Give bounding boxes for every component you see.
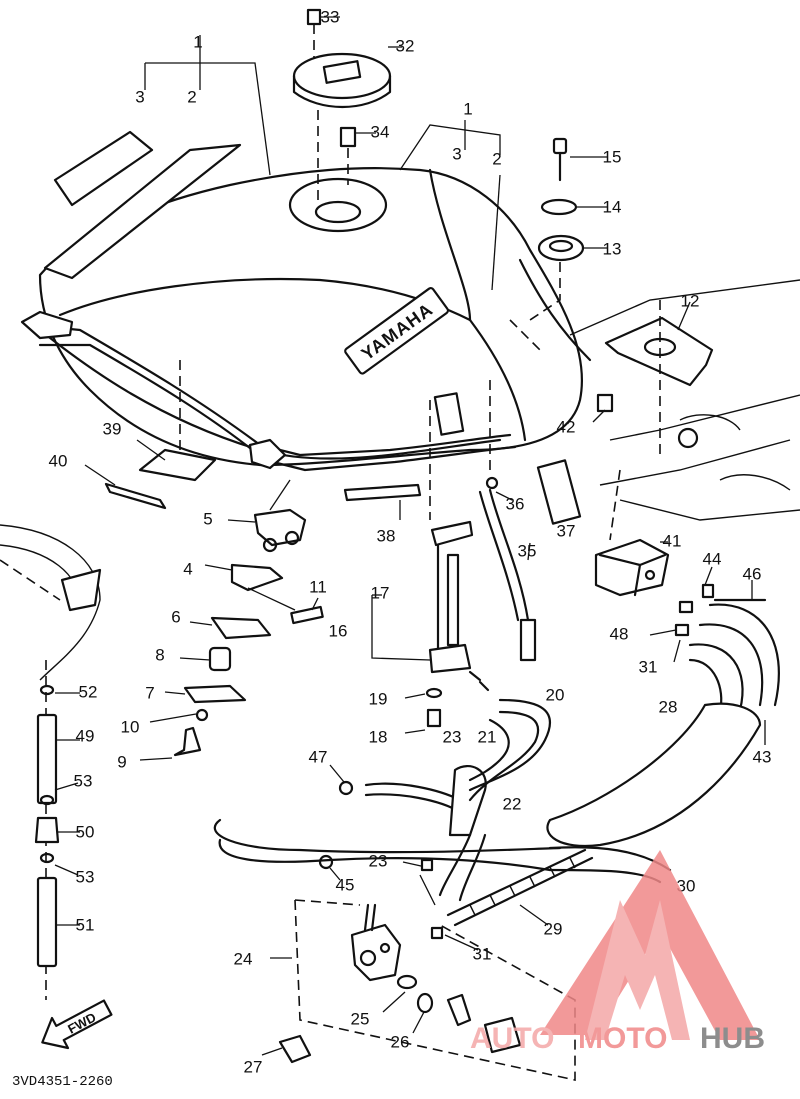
callout-p7: 7: [145, 683, 154, 702]
mounting-brackets-left: [139, 479, 324, 761]
callout-p1a: 1: [193, 32, 202, 51]
callout-p43: 43: [753, 747, 772, 766]
vent-tube-assembly: [34, 660, 80, 1000]
callout-p2a: 2: [187, 87, 196, 106]
callout-p14: 14: [603, 197, 622, 216]
side-decals-right: [399, 120, 582, 525]
fuel-tank: [20, 167, 592, 472]
callout-p33: 33: [321, 7, 340, 26]
callout-p42: 42: [557, 417, 576, 436]
callout-p22: 22: [503, 794, 522, 813]
callout-p25: 25: [351, 1009, 370, 1028]
callout-p4: 4: [183, 559, 192, 578]
callout-p53b: 53: [76, 867, 95, 886]
callout-p53a: 53: [74, 771, 93, 790]
hose-clips: [318, 476, 713, 906]
frame-right: [569, 279, 800, 541]
callout-p28: 28: [659, 697, 678, 716]
callout-p49: 49: [76, 726, 95, 745]
watermark-moto: MOTO: [578, 1022, 667, 1055]
callout-p24: 24: [234, 949, 253, 968]
callout-p46: 46: [743, 564, 762, 583]
callout-p47: 47: [309, 747, 328, 766]
tank-mount-hardware-top: [529, 137, 608, 321]
callout-p52: 52: [79, 682, 98, 701]
callout-p50: 50: [76, 822, 95, 841]
fuel-line-29: [446, 848, 594, 927]
watermark-auto: AUTO: [470, 1022, 554, 1055]
callout-p6: 6: [171, 607, 180, 626]
callout-p1b: 1: [463, 99, 472, 118]
callout-p37: 37: [557, 521, 576, 540]
callout-p34: 34: [371, 122, 390, 141]
callout-p45: 45: [336, 875, 355, 894]
callout-p8: 8: [155, 645, 164, 664]
watermark-hub: HUB: [700, 1022, 765, 1055]
callout-p38: 38: [377, 526, 396, 545]
automotohub-watermark: AUTO MOTO HUB: [470, 850, 765, 1055]
callout-p15: 15: [603, 147, 622, 166]
callout-p39: 39: [103, 419, 122, 438]
callout-p29: 29: [544, 919, 563, 938]
callout-p21: 21: [478, 727, 497, 746]
callout-p2b: 2: [492, 149, 501, 168]
callout-p3b: 3: [452, 144, 461, 163]
callout-p51: 51: [76, 915, 95, 934]
callout-p5: 5: [203, 509, 212, 528]
callout-p13: 13: [603, 239, 622, 258]
callout-p10: 10: [121, 717, 140, 736]
callout-p3a: 3: [135, 87, 144, 106]
callout-p18: 18: [369, 727, 388, 746]
callout-p11: 11: [309, 577, 327, 596]
side-decals-left: [43, 35, 271, 280]
callout-p16: 16: [329, 621, 348, 640]
watermark-m-shape: [585, 900, 690, 1040]
frame-left: [0, 524, 102, 681]
sub-assembly-24: [261, 899, 576, 1081]
fwd-label: FWD: [65, 1009, 98, 1036]
callout-p26: 26: [391, 1032, 410, 1051]
fuel-pump: [594, 538, 715, 637]
callout-p27: 27: [244, 1057, 263, 1076]
fuel-cap-assembly: [292, 8, 402, 205]
drawing-code: 3VD4351-2260: [12, 1074, 113, 1090]
callout-p32: 32: [396, 36, 415, 55]
callout-p36: 36: [506, 494, 525, 513]
callout-p23b: 23: [369, 851, 388, 870]
tank-mats: [84, 360, 491, 520]
callout-p35: 35: [518, 541, 537, 560]
callout-p19: 19: [369, 689, 388, 708]
petcock: [371, 520, 490, 734]
callout-p44: 44: [703, 549, 722, 568]
callout-p31b: 31: [473, 944, 492, 963]
callout-p40: 40: [49, 451, 68, 470]
callout-p41: 41: [663, 531, 682, 550]
exhaust-style-pipes: [546, 580, 780, 848]
callout-p17: 17: [371, 583, 390, 602]
callout-p23a: 23: [443, 727, 462, 746]
callout-p12: 12: [681, 291, 700, 310]
callout-p48: 48: [610, 624, 629, 643]
forward-direction-arrow: FWD: [41, 999, 113, 1050]
callout-p20: 20: [546, 685, 565, 704]
callout-p31a: 31: [639, 657, 658, 676]
callout-p9: 9: [117, 752, 126, 771]
